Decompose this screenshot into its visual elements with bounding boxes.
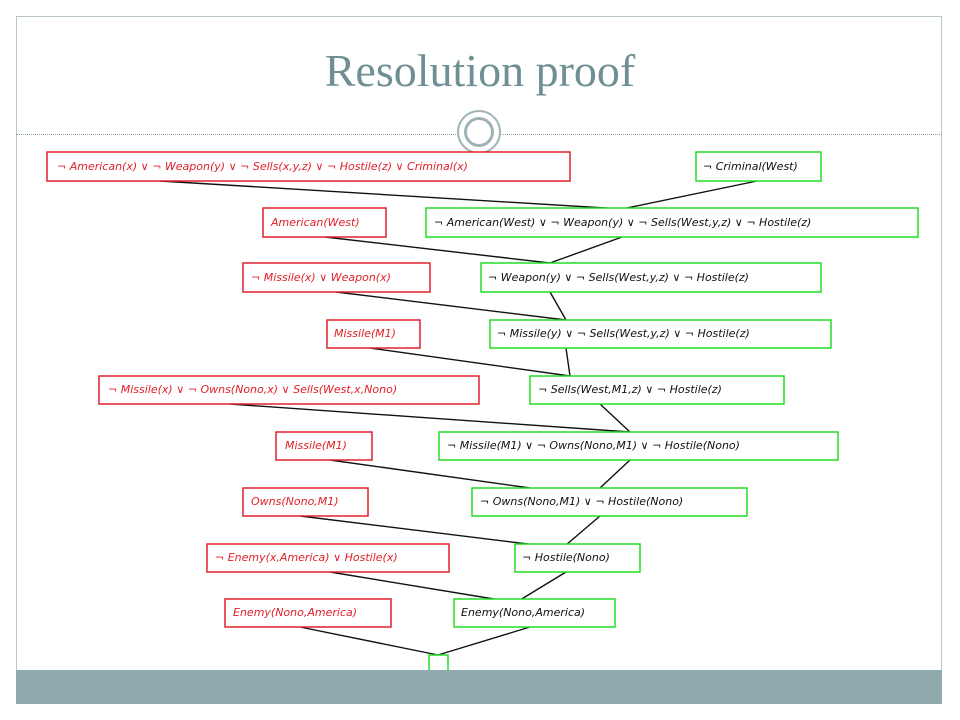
edge — [599, 403, 631, 433]
premise-clause-text: ¬ Missile(x) ∨ ¬ Owns(Nono,x) ∨ Sells(We… — [108, 383, 397, 396]
derived-clause: Enemy(Nono,America) — [453, 598, 616, 628]
premise-clause-text: ¬ Enemy(x,America) ∨ Hostile(x) — [215, 551, 398, 564]
derived-clause: ¬ Missile(M1) ∨ ¬ Owns(Nono,M1) ∨ ¬ Host… — [438, 431, 839, 461]
edge — [329, 571, 501, 601]
proof-edges — [159, 180, 758, 656]
derived-clause-text: ¬ American(West) ∨ ¬ Weapon(y) ∨ ¬ Sells… — [434, 216, 811, 229]
edge — [329, 459, 531, 489]
derived-clause-text: ¬ Weapon(y) ∨ ¬ Sells(West,y,z) ∨ ¬ Host… — [488, 271, 749, 284]
derived-clause-text: Enemy(Nono,America) — [461, 606, 585, 619]
premise-clause-text: Missile(M1) — [334, 327, 396, 340]
derived-clause: ¬ Missile(y) ∨ ¬ Sells(West,y,z) ∨ ¬ Hos… — [489, 319, 832, 349]
derived-clause: ¬ Owns(Nono,M1) ∨ ¬ Hostile(Nono) — [471, 487, 748, 517]
premise-clause-text: Enemy(Nono,America) — [233, 606, 357, 619]
edge — [229, 403, 631, 433]
premise-clause: Missile(M1) — [326, 319, 421, 349]
derived-clause: ¬ Sells(West,M1,z) ∨ ¬ Hostile(z) — [529, 375, 785, 405]
edge — [437, 626, 531, 656]
derived-clause: ¬ Hostile(Nono) — [514, 543, 641, 573]
premise-clause: Owns(Nono,M1) — [242, 487, 369, 517]
edge — [565, 515, 601, 546]
edge — [599, 459, 631, 489]
edge — [565, 347, 571, 377]
edge — [324, 236, 551, 264]
derived-clause-text: ¬ Missile(M1) ∨ ¬ Owns(Nono,M1) ∨ ¬ Host… — [447, 439, 740, 452]
premise-clause-text: ¬ Missile(x) ∨ Weapon(x) — [251, 271, 391, 284]
derived-clause-text: ¬ Owns(Nono,M1) ∨ ¬ Hostile(Nono) — [480, 495, 683, 508]
edge — [369, 347, 571, 377]
premise-clauses: ¬ American(x) ∨ ¬ Weapon(y) ∨ ¬ Sells(x,… — [46, 151, 571, 628]
derived-clause: ¬ Weapon(y) ∨ ¬ Sells(West,y,z) ∨ ¬ Host… — [480, 262, 822, 293]
derived-clauses: ¬ Criminal(West) ¬ American(West) ∨ ¬ We… — [425, 151, 919, 675]
edge — [299, 515, 537, 546]
derived-clause-text: ¬ Criminal(West) — [703, 160, 798, 173]
edge — [621, 180, 758, 210]
edge — [335, 291, 567, 321]
edge — [549, 291, 567, 321]
slide-footer-bar — [16, 670, 942, 704]
derived-clause-text: ¬ Hostile(Nono) — [522, 551, 610, 564]
premise-clause-text: Missile(M1) — [285, 439, 347, 452]
slide-title: Resolution proof — [324, 45, 636, 96]
derived-clause-text: ¬ Sells(West,M1,z) ∨ ¬ Hostile(z) — [538, 383, 722, 396]
derived-clause: ¬ American(West) ∨ ¬ Weapon(y) ∨ ¬ Sells… — [425, 207, 919, 238]
derived-clause: ¬ Criminal(West) — [695, 151, 822, 182]
edge — [159, 180, 623, 210]
ring-ornament-inner — [464, 117, 494, 147]
premise-clause-text: ¬ American(x) ∨ ¬ Weapon(y) ∨ ¬ Sells(x,… — [57, 160, 468, 173]
edge — [519, 571, 567, 601]
premise-clause: ¬ Missile(x) ∨ ¬ Owns(Nono,x) ∨ Sells(We… — [98, 375, 480, 405]
derived-clause-text: ¬ Missile(y) ∨ ¬ Sells(West,y,z) ∨ ¬ Hos… — [497, 327, 750, 340]
premise-clause-text: Owns(Nono,M1) — [251, 495, 339, 508]
premise-clause: ¬ American(x) ∨ ¬ Weapon(y) ∨ ¬ Sells(x,… — [46, 151, 571, 182]
premise-clause: Missile(M1) — [275, 431, 373, 461]
premise-clause: ¬ Missile(x) ∨ Weapon(x) — [242, 262, 431, 293]
edge — [549, 236, 623, 264]
premise-clause: American(West) — [262, 207, 387, 238]
premise-clause: Enemy(Nono,America) — [224, 598, 392, 628]
premise-clause-text: American(West) — [270, 216, 360, 229]
edge — [299, 626, 439, 656]
premise-clause: ¬ Enemy(x,America) ∨ Hostile(x) — [206, 543, 450, 573]
